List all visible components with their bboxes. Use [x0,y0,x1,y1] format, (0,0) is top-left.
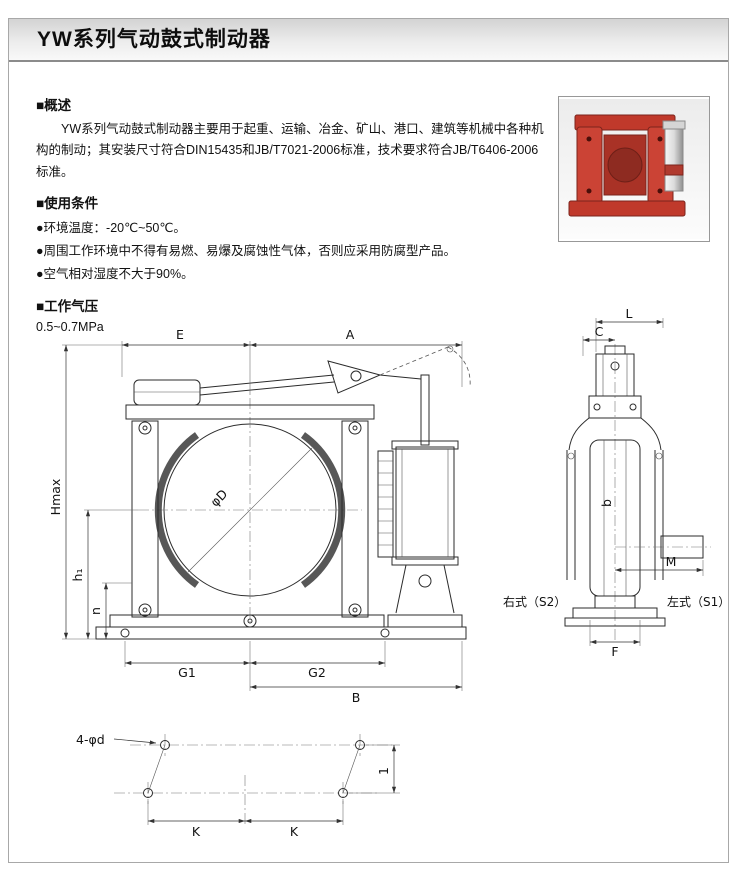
dim-label-phiD: φD [207,486,230,509]
left-type-label: 左式（S1） [667,594,730,609]
dim-label-E: E [176,327,184,342]
brake-photo-geometry [559,99,709,239]
pressure-value: 0.5~0.7MPa [36,320,104,335]
condition-item: ●空气相对湿度不大于90%。 [36,267,194,281]
dim-label-F: F [611,644,618,659]
dim-label-K1: K [192,824,201,839]
front-view-geometry [62,341,471,691]
hole-pattern-geometry [113,734,400,825]
hole-pattern-drawing: 4-φd K K 1 [76,732,400,839]
front-view-drawing: E A Hmax h₁ n φD G1 G2 B [48,327,471,705]
dim-label-G2: G2 [308,665,326,680]
pressure-heading: ■工作气压 [36,299,99,315]
dim-label-M: M [666,554,677,569]
dim-label-G1: G1 [178,665,196,680]
side-view-drawing: L C b M F 右式（S2） 左式（S1） [503,308,730,659]
page-title: YW系列气动鼓式制动器 [37,28,271,51]
dim-label-Hmax: Hmax [48,479,63,516]
page-header: YW系列气动鼓式制动器 [9,19,728,62]
dim-label-B: B [352,690,361,705]
dim-label-A: A [346,327,355,342]
dim-label-spacing: 1 [376,767,391,775]
dim-label-n: n [88,607,103,615]
product-photo [558,96,710,242]
side-view-geometry [564,318,711,646]
dim-label-h1: h₁ [70,569,85,582]
condition-item: ●环境温度：-20℃~50℃。 [36,220,186,235]
hole-callout-label: 4-φd [76,732,105,747]
text-content: ■概述 YW系列气动鼓式制动器主要用于起重、运输、冶金、矿山、港口、建筑等机械中… [36,94,550,334]
condition-item: ●周围工作环境中不得有易燃、易爆及腐蚀性气体，否则应采用防腐型产品。 [36,243,457,258]
dim-label-K2: K [290,824,299,839]
right-type-label: 右式（S2） [503,594,566,609]
overview-paragraph: YW系列气动鼓式制动器主要用于起重、运输、冶金、矿山、港口、建筑等机械中各种机构… [36,122,544,179]
conditions-heading: ■使用条件 [36,195,99,211]
product-photo-illustration [559,99,709,239]
dim-label-L: L [626,308,633,321]
page-border-frame [8,18,729,863]
dim-label-b: b [599,499,614,507]
dim-label-C: C [595,324,604,339]
overview-heading: ■概述 [36,98,72,113]
